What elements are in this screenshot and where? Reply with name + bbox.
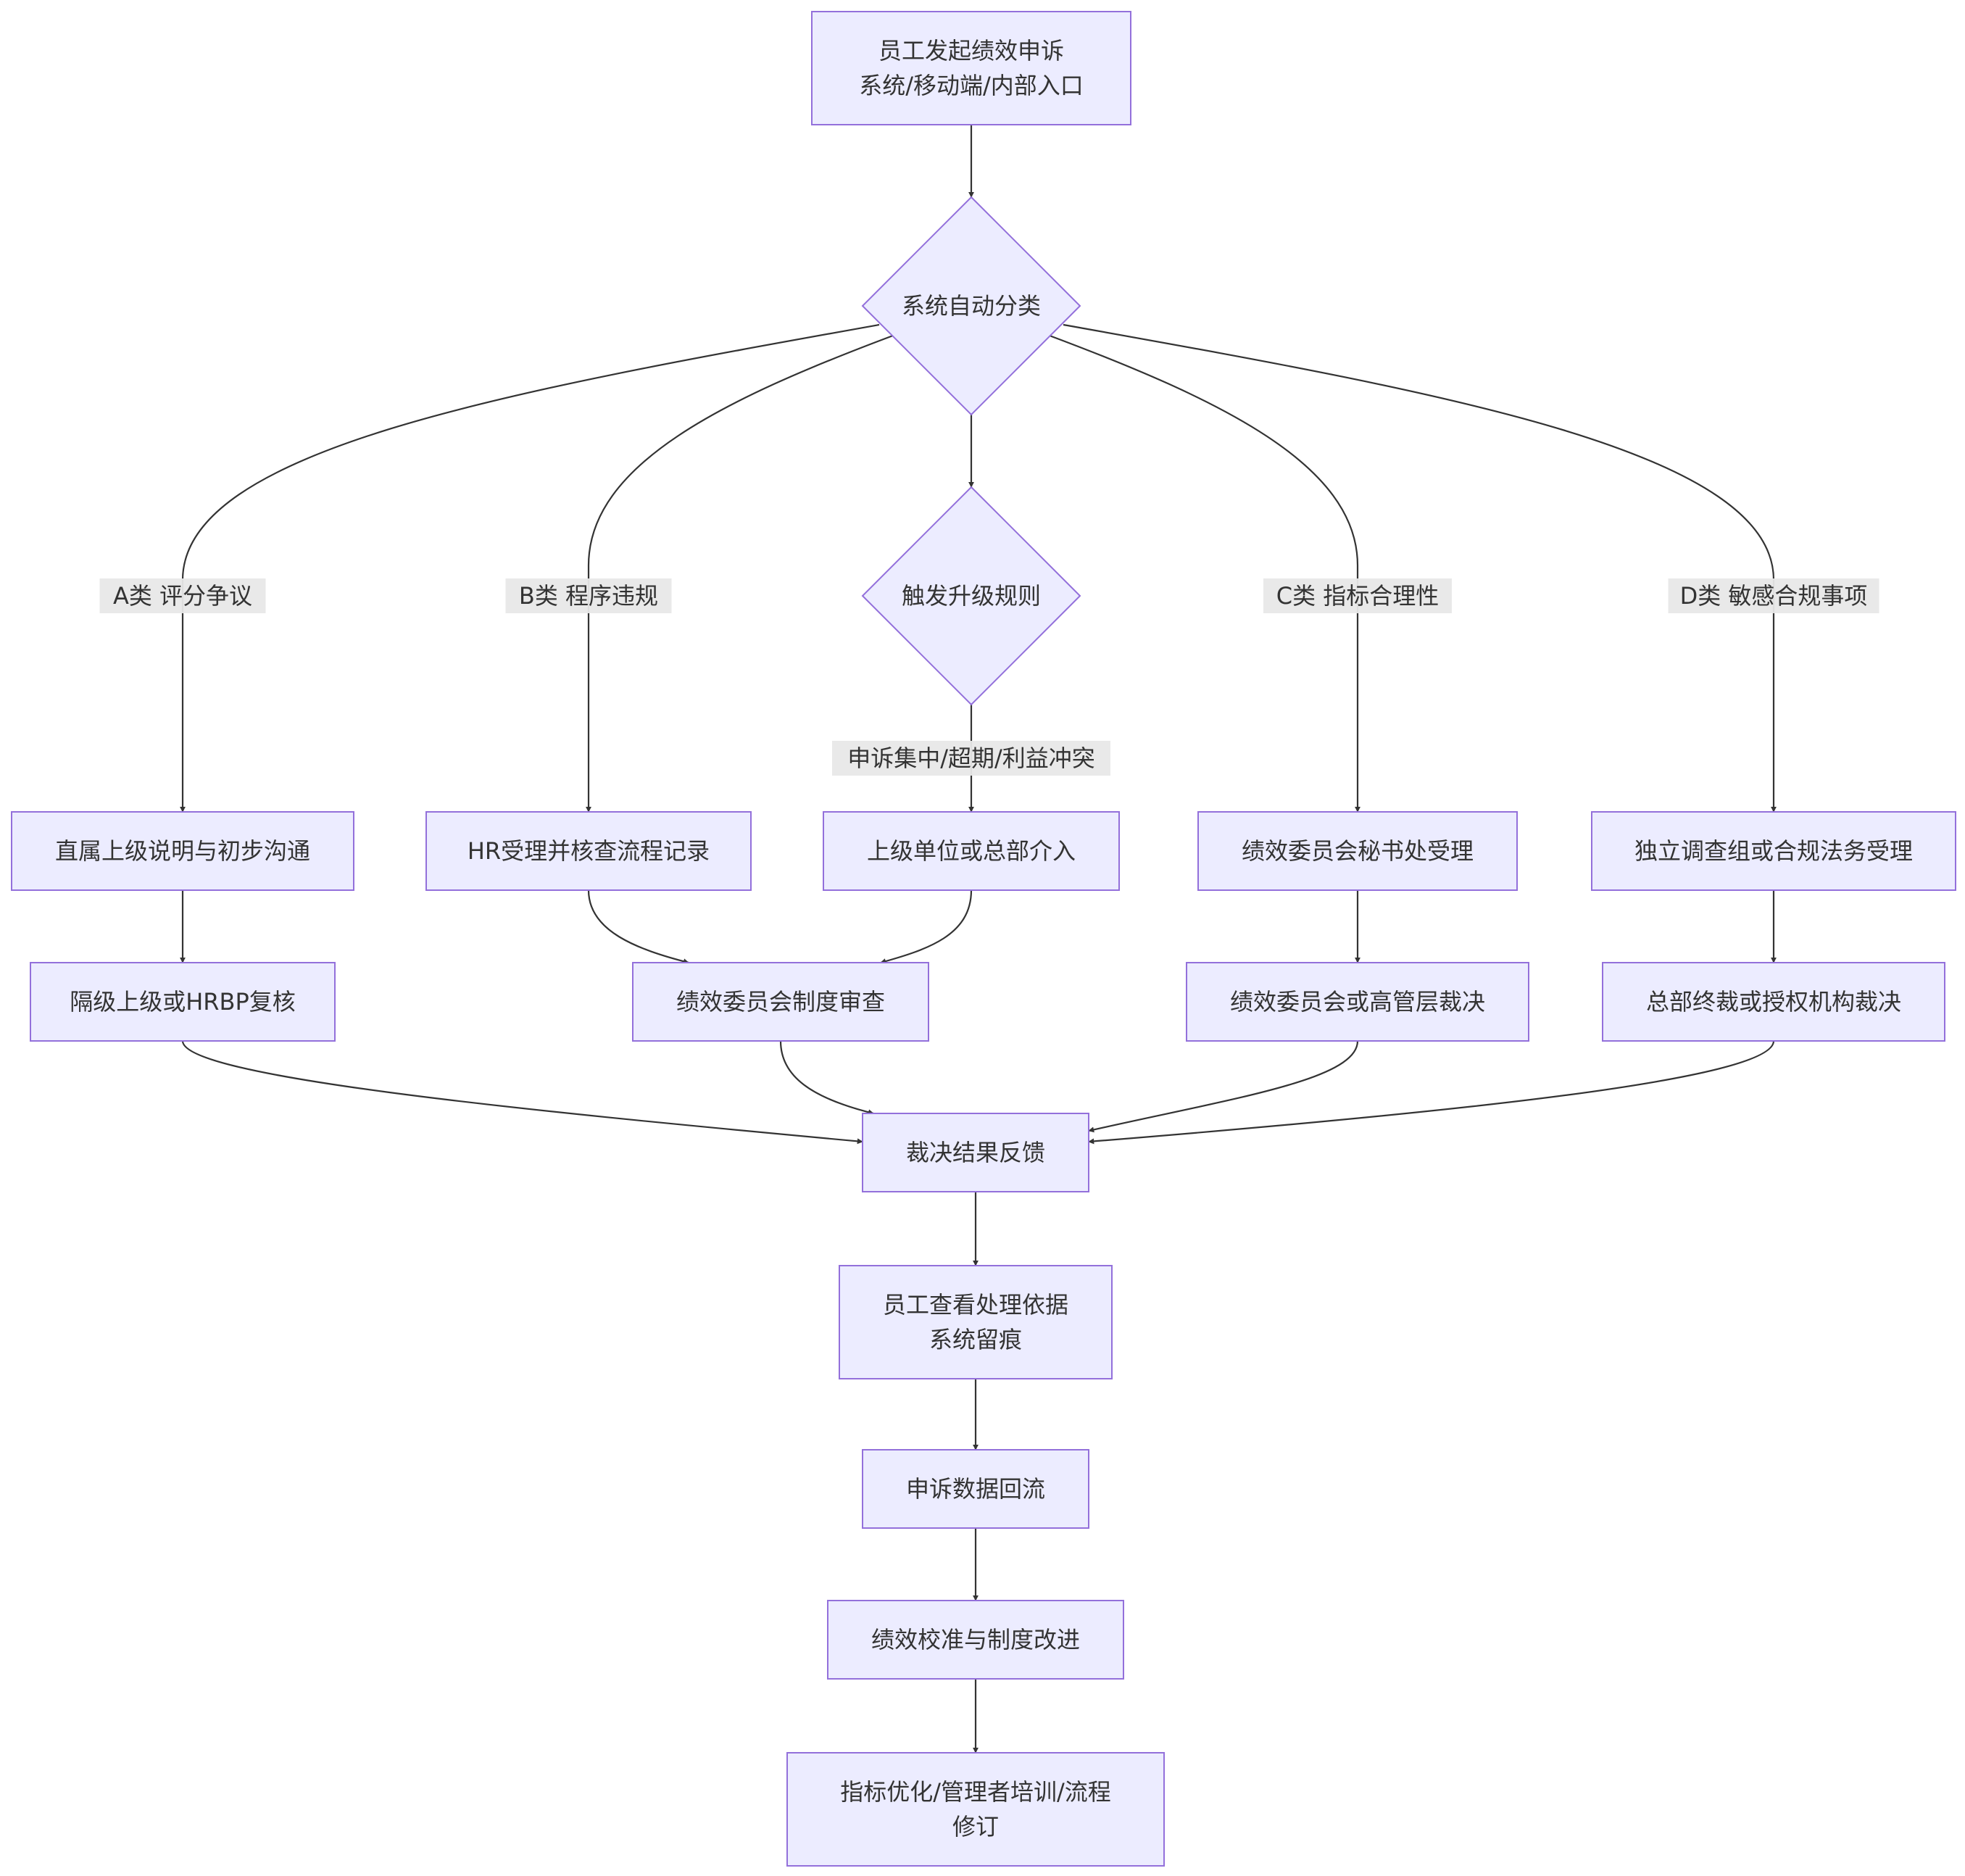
edge-labels: A类 评分争议 B类 程序违规 C类 指标合理性 D类 敏感合规事项申诉集中/超期/利… xyxy=(99,578,1879,776)
edge-e1-b2 xyxy=(880,889,973,964)
node-shape-rect xyxy=(632,962,929,1042)
node-c1: 绩效委员会秘书处受理 xyxy=(1197,811,1518,891)
node-a2: 隔级上级或HRBP复核 xyxy=(30,962,336,1042)
edge-b2-feedback xyxy=(779,1040,874,1116)
node-text: 申诉数据回流 xyxy=(906,1475,1045,1503)
node-shape-rect xyxy=(425,811,752,891)
node-a1: 直属上级说明与初步沟通 xyxy=(11,811,354,891)
node-text: 隔级上级或HRBP复核 xyxy=(70,988,296,1016)
node-shape-rect xyxy=(11,811,354,891)
node-text: 绩效委员会制度审查 xyxy=(676,988,885,1016)
edge-label-text: C类 指标合理性 xyxy=(1276,582,1440,610)
node-text: 触发升级规则 xyxy=(902,582,1041,610)
node-text: 直属上级说明与初步沟通 xyxy=(55,837,310,865)
node-shape-rect xyxy=(839,1265,1113,1379)
edge-label-classify-d1: D类 敏感合规事项 xyxy=(1668,578,1879,613)
node-escalate: 触发升级规则 xyxy=(861,486,1081,706)
node-shape-rect xyxy=(811,11,1131,125)
node-flow: 申诉数据回流 xyxy=(862,1449,1089,1529)
edge-a2-feedback xyxy=(181,1040,863,1145)
edge-label-text: 申诉集中/超期/利益冲突 xyxy=(847,744,1095,772)
edge-classify-d1 xyxy=(1063,323,1777,813)
node-feedback: 裁决结果反馈 xyxy=(862,1113,1089,1192)
edge-classify-b1 xyxy=(586,334,894,813)
edge-label-classify-c1: C类 指标合理性 xyxy=(1263,578,1452,613)
node-text: HR受理并核查流程记录 xyxy=(468,837,710,865)
node-shape-rect xyxy=(1591,811,1956,891)
node-text: 上级单位或总部介入 xyxy=(867,837,1076,865)
edge-label-text: A类 评分争议 xyxy=(113,582,252,610)
edge-label-bg xyxy=(99,578,266,613)
node-text: 绩效委员会秘书处受理 xyxy=(1242,837,1474,865)
node-text: 员工查看处理依据 xyxy=(883,1291,1068,1319)
edge-b1-b2 xyxy=(587,889,689,965)
node-shape-diamond xyxy=(861,196,1081,416)
edge-label-text: B类 程序违规 xyxy=(519,582,658,610)
node-text: 裁决结果反馈 xyxy=(906,1139,1045,1166)
node-text: 系统留痕 xyxy=(929,1326,1022,1353)
edge-label-bg xyxy=(1668,578,1879,613)
edge-label-bg xyxy=(1263,578,1452,613)
node-text: 系统/移动端/内部入口 xyxy=(859,72,1084,99)
node-text: 系统自动分类 xyxy=(902,292,1041,320)
node-d2: 总部终裁或授权机构裁决 xyxy=(1602,962,1945,1042)
edge-label-escalate-e1: 申诉集中/超期/利益冲突 xyxy=(832,741,1110,776)
node-shape-rect xyxy=(1197,811,1518,891)
node-shape-rect xyxy=(1602,962,1945,1042)
node-b1: HR受理并核查流程记录 xyxy=(425,811,752,891)
node-classify: 系统自动分类 xyxy=(861,196,1081,416)
edge-label-bg xyxy=(505,578,672,613)
node-calib: 绩效校准与制度改进 xyxy=(827,1600,1124,1680)
edge-label-classify-a1: A类 评分争议 xyxy=(99,578,266,613)
node-shape-diamond xyxy=(861,486,1081,706)
edge-c2-feedback xyxy=(1088,1040,1359,1133)
edges xyxy=(180,125,1777,1753)
node-text: 独立调查组或合规法务受理 xyxy=(1634,837,1913,865)
edge-classify-c1 xyxy=(1049,334,1360,813)
node-text: 指标优化/管理者培训/流程 xyxy=(840,1778,1111,1806)
node-e1: 上级单位或总部介入 xyxy=(823,811,1120,891)
edge-label-bg xyxy=(832,741,1110,776)
node-shape-rect xyxy=(786,1752,1165,1867)
node-text: 绩效校准与制度改进 xyxy=(871,1626,1080,1653)
node-text: 修订 xyxy=(952,1813,999,1840)
nodes: 员工发起绩效申诉系统/移动端/内部入口系统自动分类触发升级规则直属上级说明与初步… xyxy=(11,11,1956,1867)
node-d1: 独立调查组或合规法务受理 xyxy=(1591,811,1956,891)
node-shape-rect xyxy=(1186,962,1529,1042)
node-text: 绩效委员会或高管层裁决 xyxy=(1230,988,1485,1016)
edge-d2-feedback xyxy=(1088,1040,1775,1145)
edge-label-text: D类 敏感合规事项 xyxy=(1680,582,1868,610)
node-shape-rect xyxy=(827,1600,1124,1680)
node-b2: 绩效委员会制度审查 xyxy=(632,962,929,1042)
node-c2: 绩效委员会或高管层裁决 xyxy=(1186,962,1529,1042)
node-shape-rect xyxy=(862,1113,1089,1192)
node-shape-rect xyxy=(30,962,336,1042)
edge-classify-a1 xyxy=(180,323,880,813)
node-shape-rect xyxy=(862,1449,1089,1529)
node-text: 员工发起绩效申诉 xyxy=(878,37,1064,65)
node-text: 总部终裁或授权机构裁决 xyxy=(1646,988,1901,1016)
node-shape-rect xyxy=(823,811,1120,891)
edge-label-classify-b1: B类 程序违规 xyxy=(505,578,672,613)
